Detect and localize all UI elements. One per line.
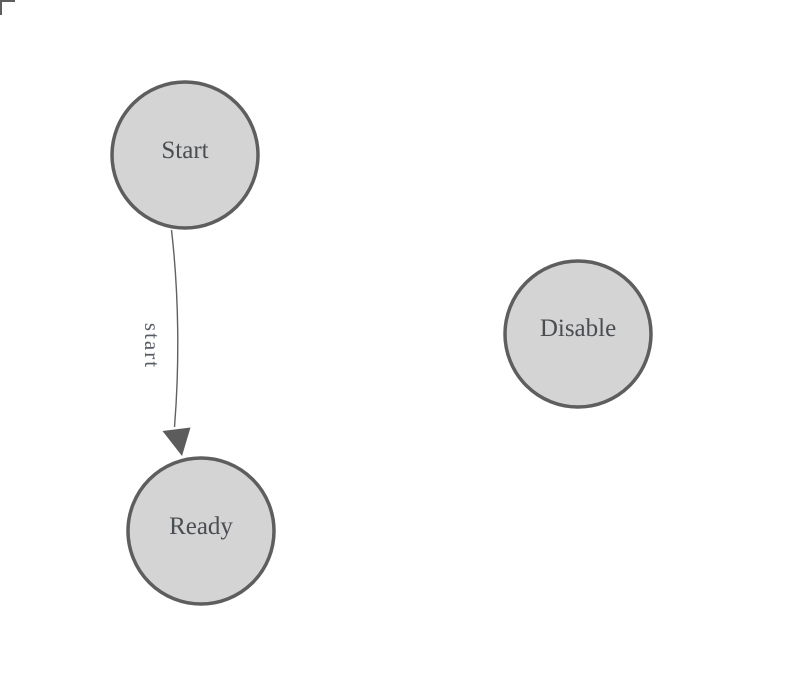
node-label: Ready <box>169 513 233 540</box>
corner-mark <box>0 0 15 15</box>
transition-edge-start-ready[interactable]: start <box>140 229 191 456</box>
node-circle[interactable] <box>126 456 276 606</box>
state-node-disable[interactable]: Disable <box>503 259 653 409</box>
node-circle[interactable] <box>503 259 653 409</box>
edge-label: start <box>140 323 164 369</box>
node-label: Start <box>161 137 208 164</box>
node-label: Disable <box>540 315 616 342</box>
node-circle[interactable] <box>110 80 260 230</box>
state-node-ready[interactable]: Ready <box>126 456 276 606</box>
edge-arrowhead-icon <box>162 427 191 456</box>
state-node-start[interactable]: Start <box>110 80 260 230</box>
edge-path[interactable] <box>170 229 179 428</box>
